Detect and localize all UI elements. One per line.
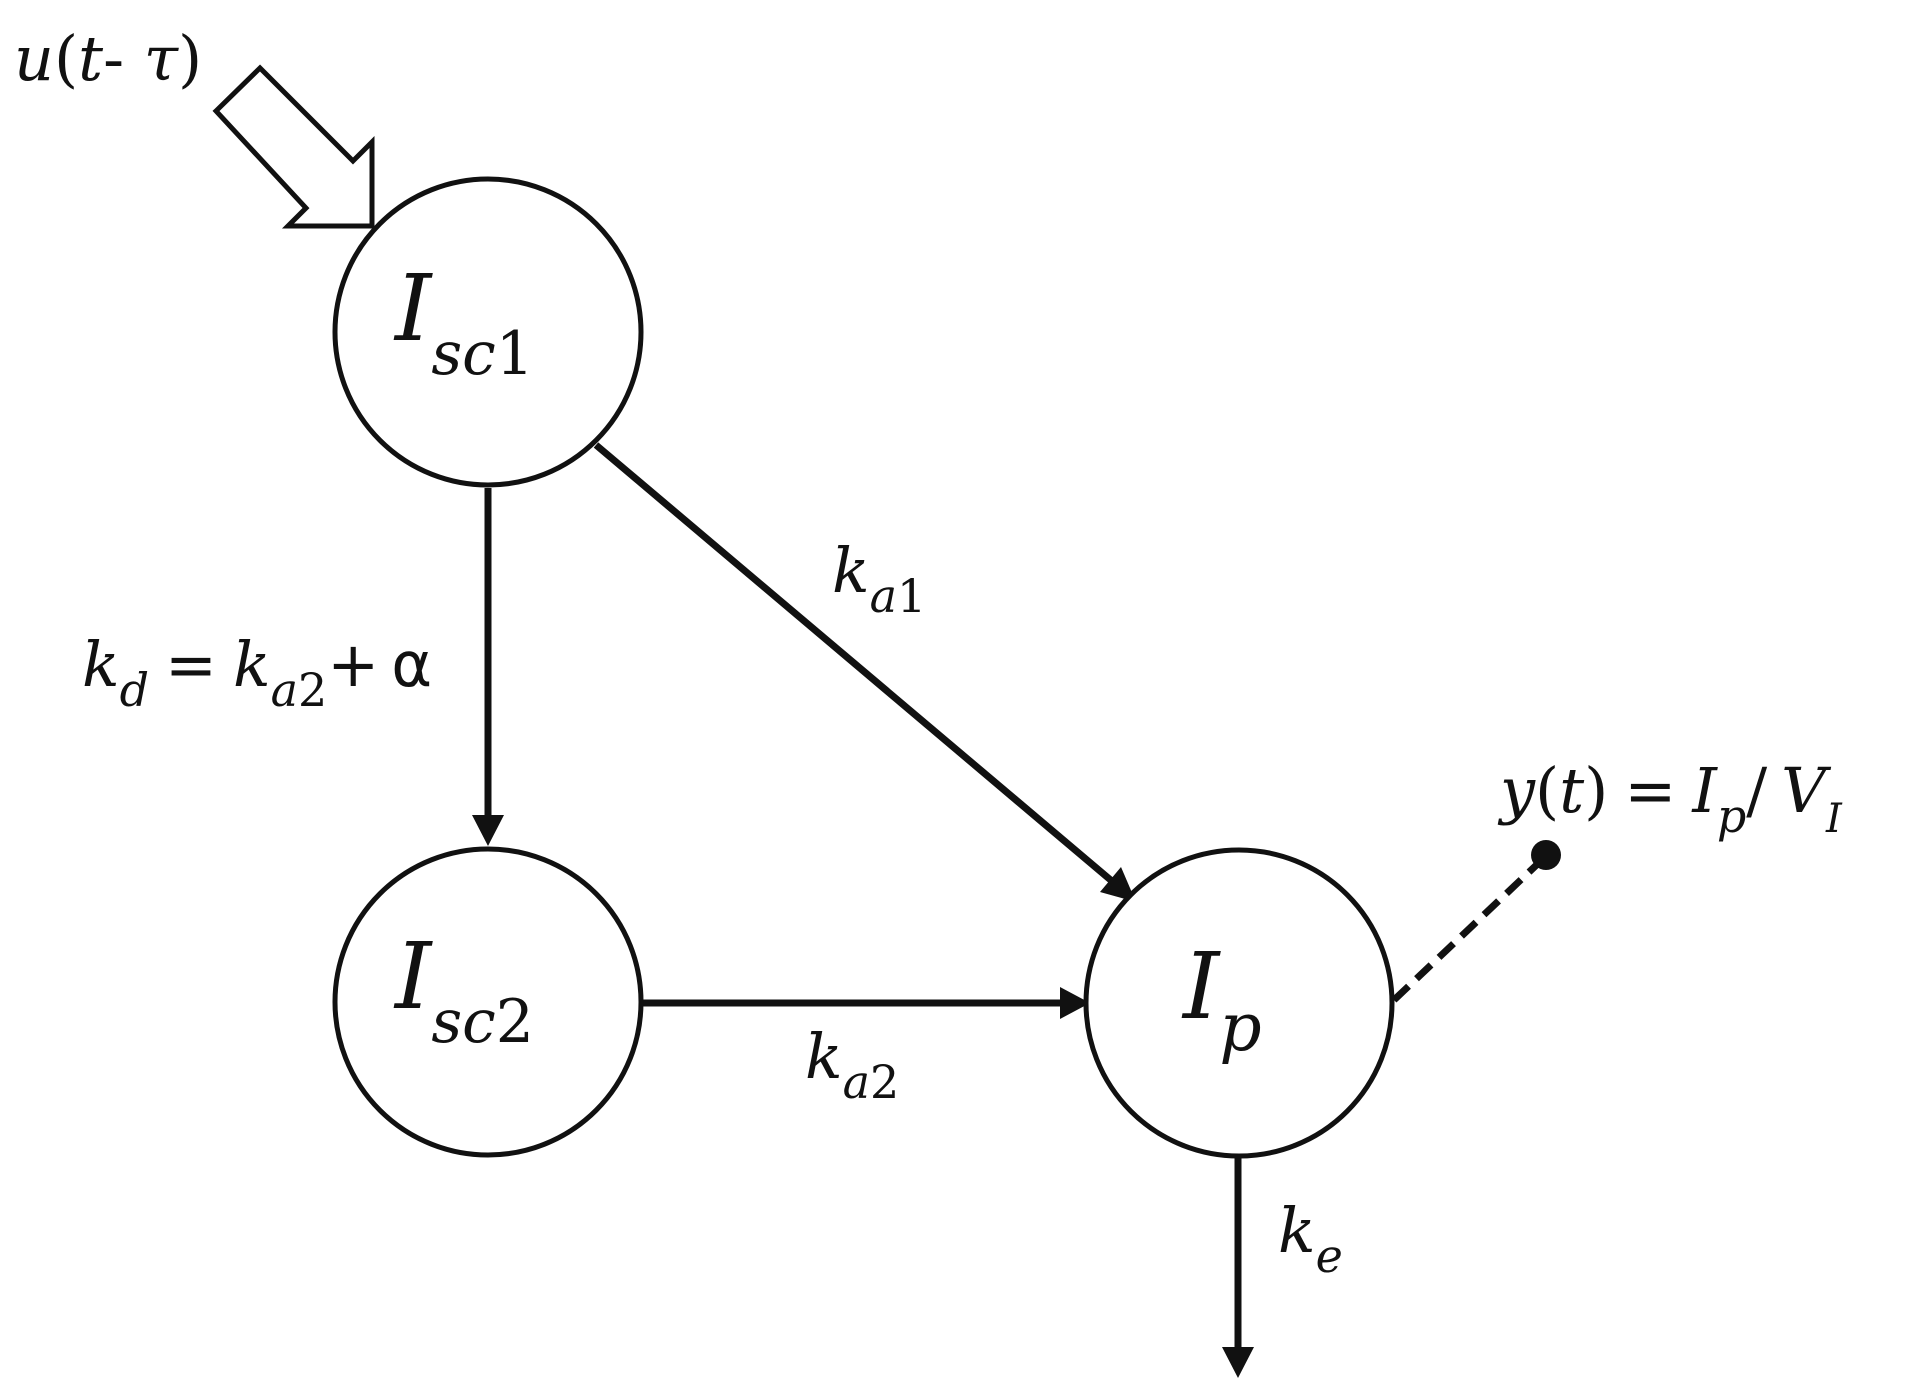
kd-rhs-sub: a — [271, 663, 298, 717]
output-num-base: I — [1691, 754, 1718, 827]
ka2-sub-num: 2 — [870, 1055, 899, 1109]
input-minus: - — [103, 22, 144, 95]
output-den-base: V — [1781, 754, 1832, 827]
measurement-link — [1391, 840, 1561, 1003]
node-isc1-sub: sc — [431, 319, 495, 389]
node-isc2-base: I — [393, 923, 433, 1030]
edge-ka2-label: ka2 — [805, 1020, 899, 1109]
kd-equals: = — [165, 628, 217, 701]
output-den-sub: I — [1825, 796, 1843, 842]
ke-sub: e — [1316, 1229, 1343, 1283]
ka1-sub-num: 1 — [897, 569, 926, 623]
kd-rhs-sub-num: 2 — [298, 663, 327, 717]
node-isc1-sub-num: 1 — [496, 319, 534, 389]
output-point — [1531, 840, 1561, 870]
output-name: y — [1497, 754, 1536, 827]
node-isc1-base: I — [393, 255, 433, 362]
edge-ka1-label: ka1 — [832, 534, 926, 623]
ka1-sub: a — [870, 569, 897, 623]
output-equals: = — [1624, 754, 1676, 827]
ka2-sub: a — [843, 1055, 870, 1109]
edge-isc1-to-ip — [593, 442, 1136, 902]
input-open-paren: ( — [54, 22, 78, 95]
edge-ke-label: ke — [1278, 1194, 1343, 1283]
kd-rhs-base: k — [233, 628, 271, 701]
input-arg: t — [78, 22, 103, 95]
output-open-paren: ( — [1535, 754, 1559, 827]
node-ip-base: I — [1181, 933, 1221, 1040]
node-isc2-label: Isc2 — [393, 923, 534, 1057]
node-ip-label: Ip — [1181, 933, 1262, 1066]
kd-plus: + — [327, 628, 379, 701]
node-ip-sub: p — [1219, 989, 1261, 1066]
output-num-sub: p — [1717, 789, 1746, 843]
node-isc1: Isc1 — [332, 176, 644, 488]
node-ip: Ip — [1083, 847, 1395, 1159]
output-label: y(t)=Ip/VI — [1497, 754, 1843, 843]
input-label: u(t- τ) — [14, 22, 202, 95]
input-close-paren: ) — [178, 22, 202, 95]
edge-ip-elimination — [1222, 1156, 1254, 1378]
output-arg: t — [1559, 754, 1584, 827]
node-isc2-sub: sc — [431, 987, 495, 1057]
kd-alpha: α — [391, 628, 432, 701]
input-name: u — [14, 22, 54, 95]
edge-kd-label: kd=ka2+α — [82, 628, 432, 717]
kd-sub: d — [120, 663, 149, 717]
edge-isc2-to-ip — [640, 987, 1090, 1019]
node-isc1-label: Isc1 — [393, 255, 534, 389]
ka1-base: k — [832, 534, 870, 607]
input-arrow — [212, 64, 375, 229]
node-isc2: Isc2 — [332, 846, 644, 1158]
ke-base: k — [1278, 1194, 1316, 1267]
ka2-base: k — [805, 1020, 843, 1093]
input-delay: τ — [144, 22, 180, 95]
output-close-paren: ) — [1584, 754, 1608, 827]
edge-isc1-to-isc2 — [472, 488, 504, 846]
kd-base: k — [82, 628, 120, 701]
output-slash: / — [1746, 754, 1767, 827]
node-isc2-sub-num: 2 — [496, 987, 534, 1057]
